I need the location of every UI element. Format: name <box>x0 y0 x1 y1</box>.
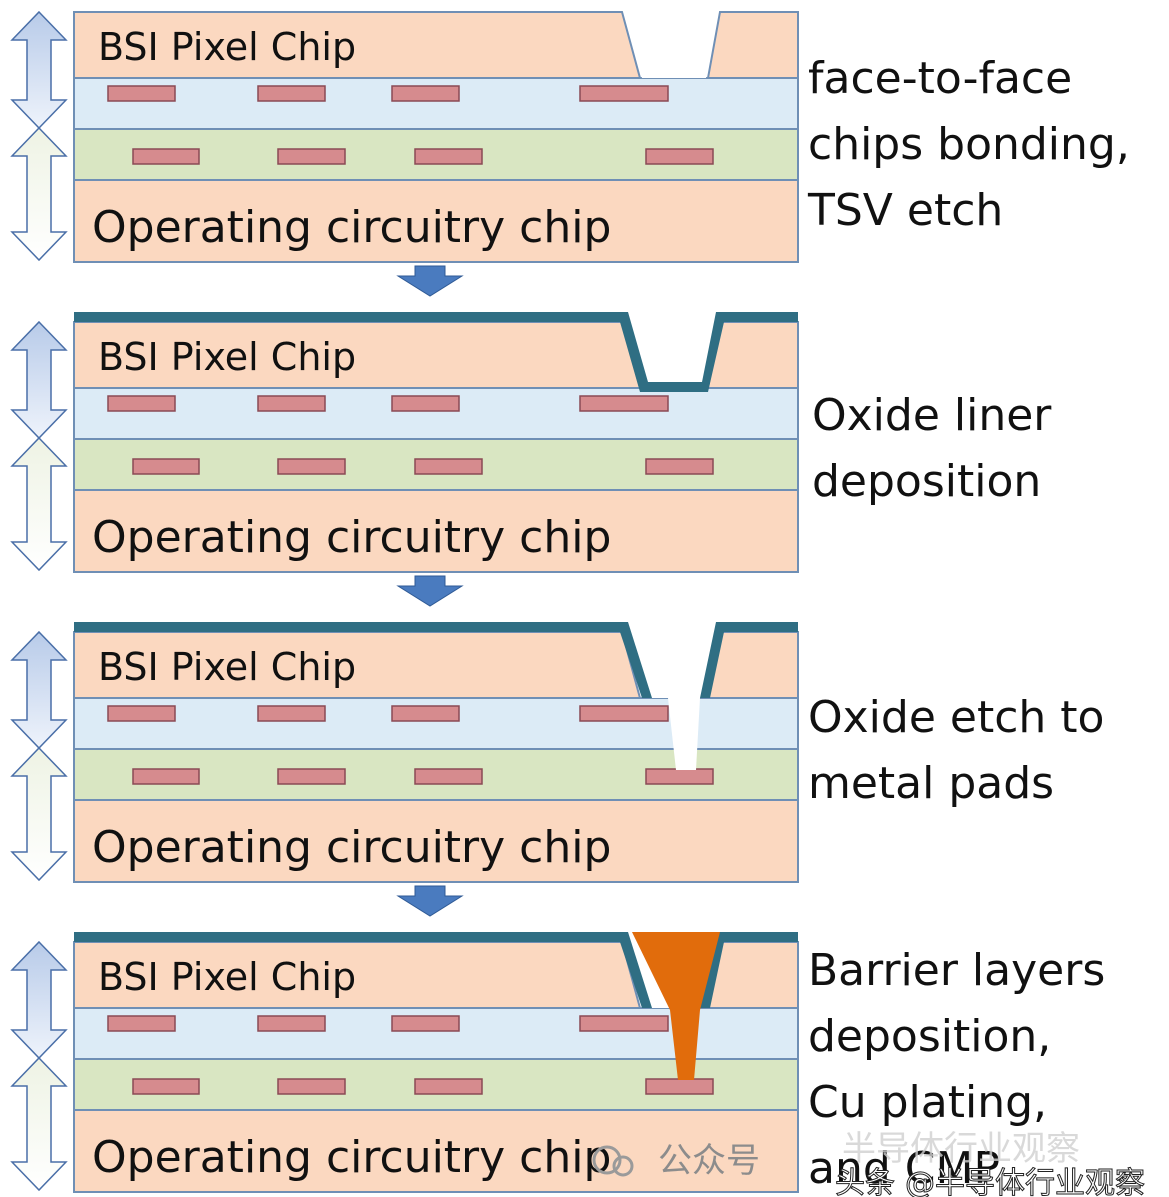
metal-pad <box>257 1015 326 1032</box>
wechat-account-name: 半导体行业观察 <box>842 1129 1080 1169</box>
step-caption-line: deposition <box>812 456 1041 507</box>
metal-pad <box>277 1078 346 1095</box>
metal-pad <box>645 1078 714 1095</box>
metal-pad <box>107 705 176 722</box>
metal-pad <box>414 458 483 475</box>
operating-chip-extent-arrow <box>10 436 68 572</box>
metal-pad <box>579 705 669 722</box>
metal-pad <box>391 705 460 722</box>
step-caption-line: deposition, <box>808 1011 1051 1062</box>
tsv-trench <box>624 322 718 388</box>
wechat-badge: 公众号 <box>592 1141 760 1181</box>
step-caption-line: TSV etch <box>807 185 1003 236</box>
metal-pad <box>645 148 714 165</box>
metal-pad <box>277 458 346 475</box>
step-caption-line: and CMP <box>808 1143 1000 1194</box>
bsi-pixel-chip-layer <box>73 11 799 79</box>
metal-pad <box>132 458 200 475</box>
metal-pad <box>277 768 346 785</box>
metal-pad <box>132 768 200 785</box>
step-caption-line: Oxide liner <box>812 390 1052 441</box>
metal-pad <box>132 1078 200 1095</box>
metal-pad <box>414 768 483 785</box>
step-caption-line: Cu plating, <box>808 1077 1047 1128</box>
metal-pad <box>645 458 714 475</box>
toutiao-label: 头条 <box>835 1166 895 1197</box>
metal-pad <box>391 395 460 412</box>
operating-chip-label: Operating circuitry chip <box>92 1132 611 1183</box>
wechat-label: 公众号 <box>658 1141 760 1181</box>
toutiao-handle: @半导体行业观察 <box>905 1166 1145 1197</box>
metal-pad <box>257 395 326 412</box>
metal-pad <box>132 148 200 165</box>
operating-chip-layer <box>73 1109 799 1193</box>
next-step-arrow <box>396 575 464 607</box>
metal-pad <box>414 1078 483 1095</box>
oxide-liner <box>74 932 798 1008</box>
step-caption-line: chips bonding, <box>808 119 1130 170</box>
oxide-liner <box>74 312 798 392</box>
next-step-arrow <box>396 885 464 917</box>
pixel-chip-extent-arrow <box>10 940 68 1060</box>
metal-pad <box>107 1015 176 1032</box>
pixel-chip-label: BSI Pixel Chip <box>98 25 356 69</box>
pixel-chip-label: BSI Pixel Chip <box>98 955 356 999</box>
tsv-trench <box>624 632 718 698</box>
tsv-trench <box>624 12 718 78</box>
pixel-chip-label: BSI Pixel Chip <box>98 645 356 689</box>
metal-pad <box>107 395 176 412</box>
operating-chip-layer <box>73 799 799 883</box>
oxide-liner <box>74 622 798 698</box>
metal-pad <box>391 1015 460 1032</box>
metal-pad <box>277 148 346 165</box>
metal-pad <box>257 705 326 722</box>
wechat-icon-bubble <box>612 1155 634 1177</box>
pixel-chip-extent-arrow <box>10 320 68 440</box>
metal-pad <box>414 148 483 165</box>
operating-chip-extent-arrow <box>10 1056 68 1192</box>
metal-pad <box>579 395 669 412</box>
metal-pad <box>645 768 714 785</box>
metal-pad <box>107 85 176 102</box>
operating-chip-extent-arrow <box>10 746 68 882</box>
metal-pad <box>391 85 460 102</box>
operating-chip-layer <box>73 489 799 573</box>
operating-chip-layer <box>73 179 799 263</box>
metal-pad <box>257 85 326 102</box>
pixel-chip-extent-arrow <box>10 630 68 750</box>
operating-chip-extent-arrow <box>10 126 68 262</box>
step-caption-line: face-to-face <box>808 53 1072 104</box>
oxide-etch-opening <box>668 698 700 770</box>
next-step-arrow <box>396 265 464 297</box>
wechat-icon <box>592 1145 622 1175</box>
metal-pad <box>579 1015 669 1032</box>
metal-pad <box>579 85 669 102</box>
copper-fill-tsv <box>632 932 720 1080</box>
operating-chip-label: Operating circuitry chip <box>92 512 611 563</box>
pixel-chip-label: BSI Pixel Chip <box>98 335 356 379</box>
step-caption-line: Barrier layers <box>808 945 1105 996</box>
operating-chip-label: Operating circuitry chip <box>92 202 611 253</box>
operating-chip-label: Operating circuitry chip <box>92 822 611 873</box>
step-caption-line: metal pads <box>808 758 1054 809</box>
step-caption-line: Oxide etch to <box>808 692 1104 743</box>
pixel-chip-extent-arrow <box>10 10 68 130</box>
